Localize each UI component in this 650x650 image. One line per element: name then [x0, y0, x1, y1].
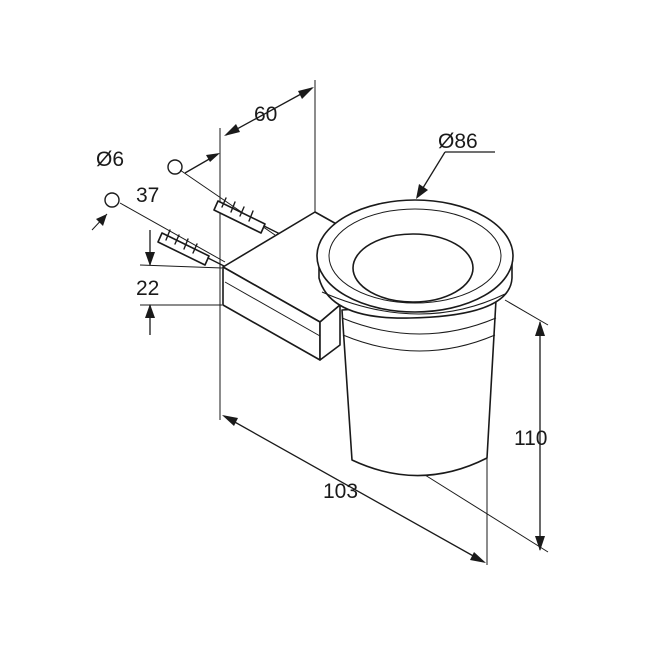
- wall-screw-upper: [213, 197, 283, 236]
- label-hole-spacing: 37: [136, 184, 159, 207]
- label-bracket-height: 22: [136, 277, 159, 300]
- upper-hole-circle: [167, 159, 183, 175]
- dimension-labels: 60 Ø6 37 22 Ø86 110 103: [96, 103, 547, 503]
- dimension-bracket-height: [145, 230, 155, 335]
- lower-hole-circle: [104, 192, 120, 208]
- holder-ring: [316, 199, 514, 319]
- hole-markers: [91, 159, 183, 231]
- dimension-cup-diameter: [416, 151, 495, 199]
- label-height: 110: [514, 427, 547, 450]
- label-bore-diameter: Ø6: [96, 148, 124, 171]
- dimension-depth: [224, 87, 314, 136]
- label-cup-diameter: Ø86: [438, 130, 478, 153]
- dimension-hole-spacing: [184, 153, 220, 174]
- wall-bracket: [222, 211, 341, 361]
- label-depth: 60: [254, 103, 277, 126]
- dimension-projection: [222, 415, 486, 563]
- wall-screw-lower: [157, 229, 227, 268]
- dimension-height: [535, 321, 545, 551]
- glass-tumbler: [341, 299, 497, 477]
- label-projection: 103: [323, 480, 358, 503]
